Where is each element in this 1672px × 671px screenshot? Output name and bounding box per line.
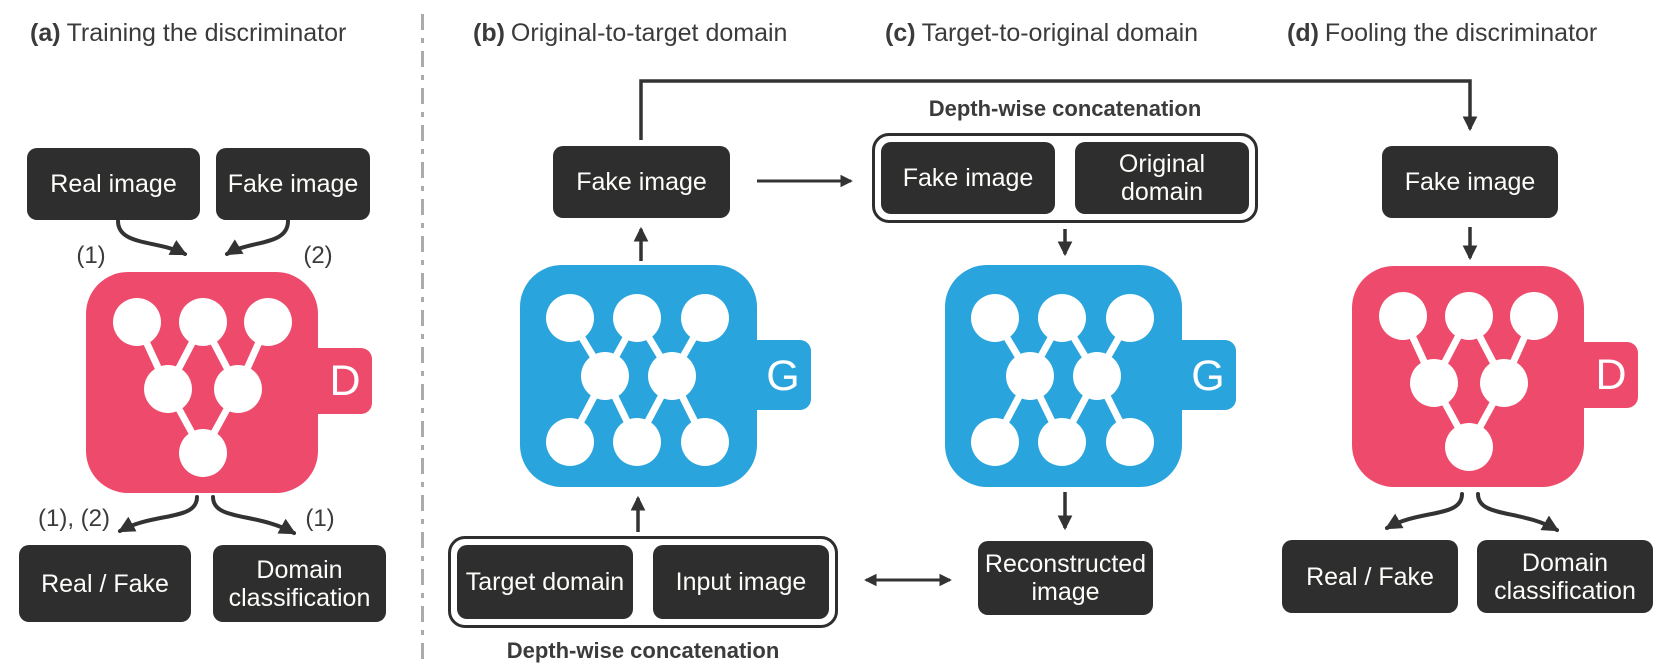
discriminator-network-a: D bbox=[86, 272, 372, 493]
arrow-real-image-to-discriminator bbox=[116, 219, 188, 256]
label-input-2: (2) bbox=[303, 242, 333, 269]
target-domain-box: Target domain bbox=[457, 545, 633, 619]
label-input-1: (1) bbox=[76, 242, 106, 269]
panel-a-title-text: Training the discriminator bbox=[66, 19, 347, 47]
panel-b-title-text: Original-to-target domain bbox=[510, 19, 788, 47]
generator-network-c: G bbox=[945, 265, 1236, 487]
panel-a-title: (a)Training the discriminator bbox=[30, 16, 346, 50]
arrow-discriminator-d-to-domain-classification bbox=[1476, 492, 1560, 532]
panel-d-tag: (d) bbox=[1287, 19, 1319, 47]
discriminator-network-d-shapes bbox=[1352, 266, 1638, 487]
depthwise-concat-container-c: Fake image Original domain bbox=[872, 133, 1258, 223]
discriminator-letter-d: D bbox=[1595, 351, 1626, 399]
real-image-box-a: Real image bbox=[27, 148, 200, 220]
arrow-discriminator-d-to-real-fake bbox=[1384, 492, 1464, 530]
discriminator-network-d: D bbox=[1352, 266, 1638, 487]
original-domain-box: Original domain bbox=[1075, 142, 1249, 214]
generator-network-c-shapes bbox=[945, 265, 1236, 487]
generator-letter-b: G bbox=[766, 352, 799, 400]
arrow-fake-image-to-discriminator bbox=[224, 219, 290, 256]
discriminator-letter-a: D bbox=[329, 357, 360, 405]
fake-image-box-d: Fake image bbox=[1382, 146, 1558, 218]
domain-classification-box-d: Domain classification bbox=[1477, 540, 1653, 613]
discriminator-network-a-shapes bbox=[86, 272, 372, 493]
panel-d-title: (d)Fooling the discriminator bbox=[1287, 16, 1597, 50]
panel-b-tag: (b) bbox=[473, 19, 505, 47]
generator-network-b-shapes bbox=[520, 265, 811, 487]
depthwise-concat-label-b: Depth-wise concatenation bbox=[506, 638, 780, 663]
generator-letter-c: G bbox=[1191, 352, 1224, 400]
panel-a-tag: (a) bbox=[30, 19, 61, 47]
fake-image-box-b: Fake image bbox=[553, 146, 730, 218]
real-fake-box-d: Real / Fake bbox=[1282, 540, 1458, 613]
label-output-1-2: (1), (2) bbox=[38, 505, 110, 532]
depthwise-concat-label-c: Depth-wise concatenation bbox=[928, 96, 1202, 121]
arrow-fake-image-b-to-fake-image-d bbox=[639, 79, 1478, 140]
panel-b-title: (b)Original-to-target domain bbox=[473, 16, 787, 50]
domain-classification-box-a: Domain classification bbox=[213, 545, 386, 622]
arrow-discriminator-to-domain-classification bbox=[211, 495, 297, 535]
fake-image-box-c: Fake image bbox=[881, 142, 1055, 214]
fake-image-box-a: Fake image bbox=[216, 148, 370, 220]
label-output-1: (1) bbox=[305, 505, 335, 532]
depthwise-concat-container-b: Target domain Input image bbox=[448, 536, 838, 628]
generator-network-b: G bbox=[520, 265, 811, 487]
panel-d-title-text: Fooling the discriminator bbox=[1324, 19, 1598, 47]
panel-c-title-text: Target-to-original domain bbox=[921, 19, 1199, 47]
reconstructed-image-box: Reconstructed image bbox=[978, 541, 1153, 615]
input-image-box: Input image bbox=[653, 545, 829, 619]
panel-c-title: (c)Target-to-original domain bbox=[885, 16, 1198, 50]
panel-c-tag: (c) bbox=[885, 19, 916, 47]
arrow-discriminator-to-real-fake bbox=[117, 495, 199, 533]
real-fake-box-a: Real / Fake bbox=[19, 545, 191, 622]
panel-divider-dashed-line bbox=[421, 14, 424, 662]
